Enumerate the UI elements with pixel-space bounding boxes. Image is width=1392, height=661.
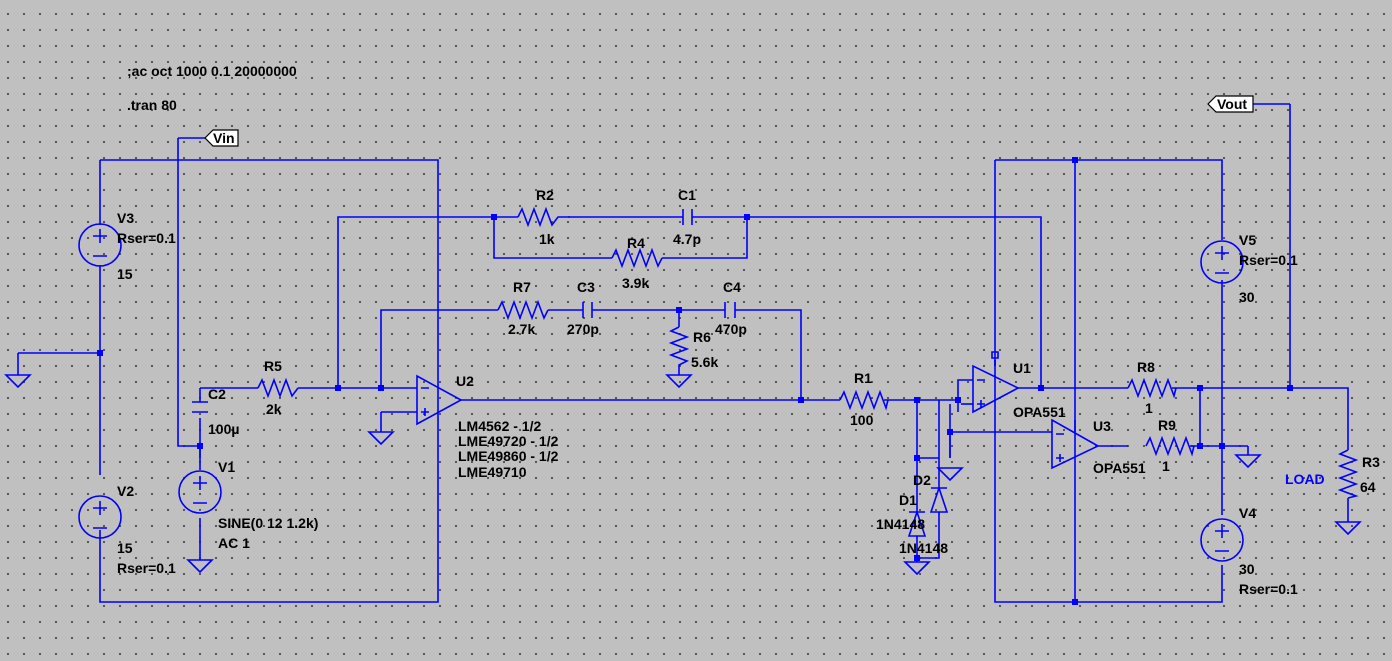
r6-label: R6 — [693, 329, 711, 345]
v5-value: 30 — [1239, 289, 1255, 305]
resistor-r2[interactable]: R2 1k — [517, 187, 570, 247]
resistor-r8[interactable]: R8 1 — [1127, 359, 1177, 416]
u1-label: U1 — [1013, 360, 1031, 376]
junction-dots — [97, 157, 1293, 605]
v4-value: 30 — [1239, 561, 1255, 577]
wire-right-supply-loop — [994, 159, 1223, 603]
r5-label: R5 — [264, 358, 282, 374]
d2-model: 1N4148 — [899, 540, 948, 556]
r4-label: R4 — [627, 235, 645, 251]
opamp-u3[interactable]: U3 OPA551 — [1051, 418, 1146, 476]
d1-model: 1N4148 — [876, 516, 925, 532]
r3-value: 64 — [1360, 479, 1376, 495]
c1-value: 4.7p — [673, 231, 701, 247]
u2-model-1: LM4562 - 1/2 — [458, 418, 541, 434]
u2-label: U2 — [456, 373, 474, 389]
r1-value: 100 — [850, 412, 874, 428]
v5-rser: Rser=0.1 — [1239, 252, 1298, 268]
r1-label: R1 — [854, 370, 872, 386]
r6-value: 5.6k — [691, 354, 718, 370]
r7-label: R7 — [513, 279, 531, 295]
u1-model: OPA551 — [1013, 404, 1066, 420]
r9-label: R9 — [1158, 417, 1176, 433]
r2-value: 1k — [539, 231, 555, 247]
c1-label: C1 — [678, 187, 696, 203]
net-flag-vout[interactable]: Vout — [1207, 95, 1254, 113]
wire-feedback-mid — [380, 309, 802, 400]
d2-label: D2 — [913, 472, 931, 488]
u2-model-4: LME49710 — [458, 464, 527, 480]
r4-value: 3.9k — [622, 275, 649, 291]
r7-value: 2.7k — [508, 321, 535, 337]
resistor-r4[interactable]: R4 3.9k — [611, 235, 663, 291]
resistor-r1[interactable]: R1 100 — [839, 370, 889, 428]
wire-left-supply-loop — [99, 159, 439, 603]
vout-label: Vout — [1217, 96, 1247, 112]
v1-value: SINE(0 12 1.2k) — [218, 515, 318, 531]
diode-d2[interactable]: D2 1N4148 — [899, 472, 948, 556]
v2-value: 15 — [117, 540, 133, 556]
opamp-u2[interactable]: U2 LM4562 - 1/2 LME49720 - 1/2 LME49860 … — [416, 373, 559, 480]
c3-value: 270p — [567, 321, 599, 337]
resistor-r3[interactable]: R3 64 — [1337, 449, 1380, 499]
voltage-source-v3[interactable]: V3 Rser=0.1 15 — [78, 210, 176, 282]
voltage-source-v2[interactable]: V2 15 Rser=0.1 — [78, 483, 176, 576]
d1-label: D1 — [899, 492, 917, 508]
v4-rser: Rser=0.1 — [1239, 581, 1298, 597]
v5-label: V5 — [1239, 232, 1256, 248]
u2-model-3: LME49860 - 1/2 — [458, 448, 559, 464]
load-label: LOAD — [1285, 471, 1325, 487]
r9-value: 1 — [1162, 458, 1170, 474]
capacitor-c3[interactable]: C3 270p — [567, 279, 599, 337]
voltage-source-v4[interactable]: V4 30 Rser=0.1 — [1200, 505, 1298, 597]
c4-label: C4 — [723, 279, 741, 295]
voltage-source-v1[interactable]: V1 SINE(0 12 1.2k) AC 1 — [178, 459, 318, 551]
u3-label: U3 — [1093, 418, 1111, 434]
v4-label: V4 — [1239, 505, 1256, 521]
c2-value: 100µ — [208, 421, 239, 437]
resistor-r7[interactable]: R7 2.7k — [497, 279, 549, 337]
resistor-r9[interactable]: R9 1 — [1145, 417, 1195, 474]
voltage-source-v5[interactable]: V5 Rser=0.1 30 — [1200, 232, 1298, 305]
opamp-u1[interactable]: U1 OPA551 — [972, 351, 1066, 420]
wires — [17, 103, 1349, 603]
v2-label: V2 — [117, 483, 134, 499]
r8-label: R8 — [1137, 359, 1155, 375]
u2-model-2: LME49720 - 1/2 — [458, 433, 559, 449]
v3-value: 15 — [117, 266, 133, 282]
resistor-r6[interactable]: R6 5.6k — [668, 326, 718, 370]
directive-ac[interactable]: ;ac oct 1000 0.1 20000000 — [127, 63, 297, 79]
r3-label: R3 — [1362, 454, 1380, 470]
capacitor-c1[interactable]: C1 4.7p — [673, 187, 701, 247]
v2-rser: Rser=0.1 — [117, 560, 176, 576]
v1-ac: AC 1 — [218, 535, 250, 551]
v1-label: V1 — [218, 459, 235, 475]
vin-label: Vin — [213, 130, 235, 146]
c2-label: C2 — [208, 386, 226, 402]
r2-label: R2 — [536, 187, 554, 203]
wire-vin — [177, 137, 205, 470]
ground-symbols — [4, 374, 1362, 576]
u3-model: OPA551 — [1093, 460, 1146, 476]
capacitor-c2[interactable]: C2 100µ — [192, 386, 239, 437]
resistor-r5[interactable]: R5 2k — [257, 358, 299, 417]
c4-value: 470p — [715, 321, 747, 337]
v3-label: V3 — [117, 210, 134, 226]
directive-tran[interactable]: .tran 80 — [127, 97, 177, 113]
net-flag-vin[interactable]: Vin — [204, 129, 239, 147]
c3-label: C3 — [577, 279, 595, 295]
v3-rser: Rser=0.1 — [117, 230, 176, 246]
capacitor-c4[interactable]: C4 470p — [715, 279, 747, 337]
diode-d1[interactable]: D1 1N4148 — [876, 492, 927, 537]
wire-feedback-top — [337, 216, 1042, 388]
r5-value: 2k — [266, 401, 282, 417]
r8-value: 1 — [1145, 400, 1153, 416]
wire-u1-out — [1018, 103, 1291, 389]
